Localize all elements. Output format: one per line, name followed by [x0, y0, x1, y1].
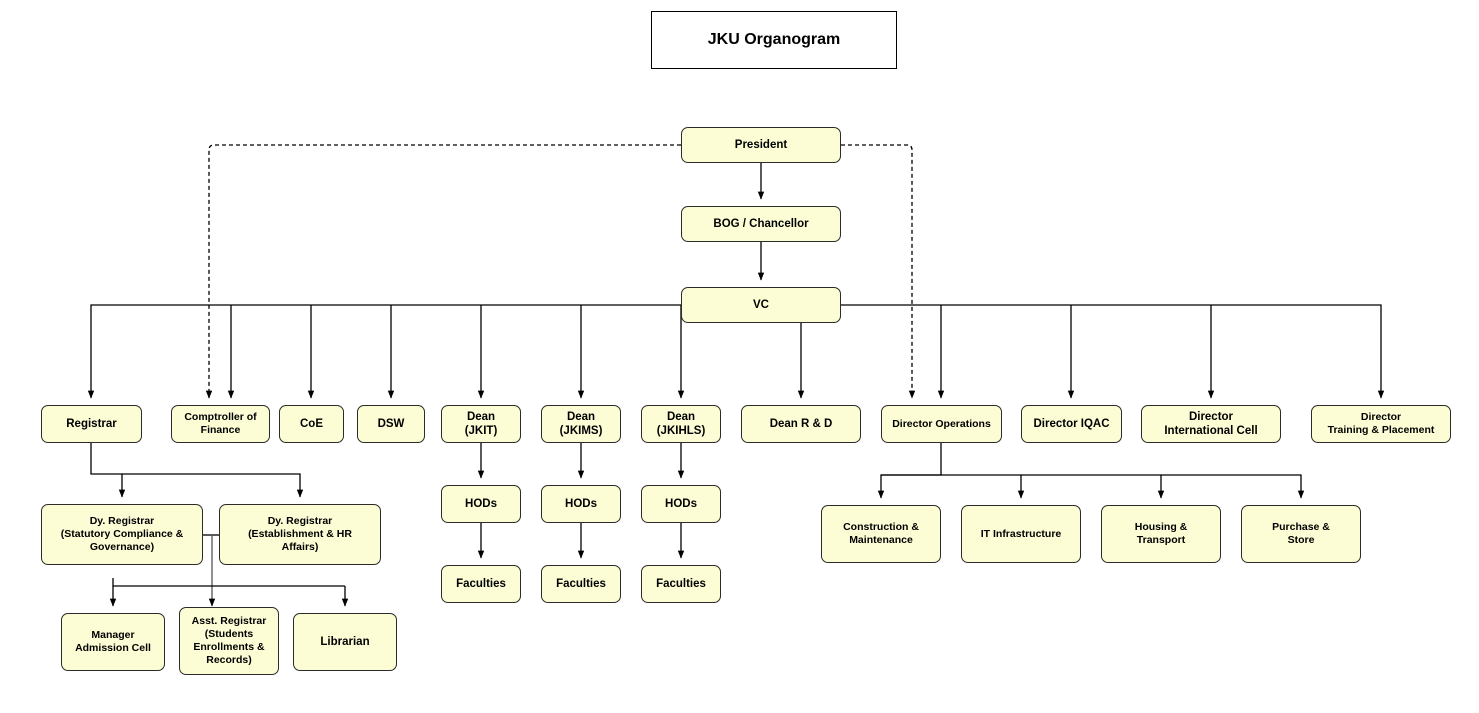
node-hods-jkims[interactable]: HODs — [541, 485, 621, 523]
node-housing-transport[interactable]: Housing & Transport — [1101, 505, 1221, 563]
node-faculties-jkims[interactable]: Faculties — [541, 565, 621, 603]
chart-title-box: JKU Organogram — [651, 11, 897, 69]
node-dean-jkit[interactable]: Dean (JKIT) — [441, 405, 521, 443]
edge-dirops-trunk — [877, 443, 942, 499]
node-president[interactable]: President — [681, 127, 841, 163]
edge-dyreg1-bus — [112, 578, 345, 587]
node-hods-jkihls[interactable]: HODs — [641, 485, 721, 523]
node-dsw[interactable]: DSW — [357, 405, 425, 443]
node-registrar[interactable]: Registrar — [41, 405, 142, 443]
node-dean-jkihls[interactable]: Dean (JKIHLS) — [641, 405, 721, 443]
node-vc[interactable]: VC — [681, 287, 841, 323]
edge-president-comptroller-dashed — [205, 144, 681, 399]
node-director-international-cell[interactable]: Director International Cell — [1141, 405, 1281, 443]
node-faculties-jkit[interactable]: Faculties — [441, 565, 521, 603]
vc-bus-right — [841, 304, 1385, 399]
node-director-iqac[interactable]: Director IQAC — [1021, 405, 1122, 443]
node-dy-registrar-statutory-compliance[interactable]: Dy. Registrar (Statutory Compliance & Go… — [41, 504, 203, 565]
node-dy-registrar-establishment-hr[interactable]: Dy. Registrar (Establishment & HR Affair… — [219, 504, 381, 565]
node-manager-admission-cell[interactable]: Manager Admission Cell — [61, 613, 165, 671]
vc-bus-left — [87, 304, 681, 399]
node-comptroller-of-finance[interactable]: Comptroller of Finance — [171, 405, 270, 443]
node-bog-chancellor[interactable]: BOG / Chancellor — [681, 206, 841, 242]
edge-dirops-housing — [1021, 474, 1165, 499]
node-director-operations[interactable]: Director Operations — [881, 405, 1002, 443]
node-hods-jkit[interactable]: HODs — [441, 485, 521, 523]
edge-registrar-trunk — [90, 443, 126, 498]
node-dean-jkims[interactable]: Dean (JKIMS) — [541, 405, 621, 443]
node-purchase-store[interactable]: Purchase & Store — [1241, 505, 1361, 563]
node-dean-r-and-d[interactable]: Dean R & D — [741, 405, 861, 443]
node-coe[interactable]: CoE — [279, 405, 344, 443]
node-librarian[interactable]: Librarian — [293, 613, 397, 671]
node-it-infrastructure[interactable]: IT Infrastructure — [961, 505, 1081, 563]
node-director-training-placement[interactable]: Director Training & Placement — [1311, 405, 1451, 443]
node-construction-maintenance[interactable]: Construction & Maintenance — [821, 505, 941, 563]
node-faculties-jkihls[interactable]: Faculties — [641, 565, 721, 603]
edge-dirops-itinfra — [881, 474, 1025, 499]
edge-president-dirops-dashed — [841, 144, 916, 399]
node-asst-registrar-students[interactable]: Asst. Registrar (Students Enrollments & … — [179, 607, 279, 675]
edge-dirops-purchase — [1161, 474, 1305, 499]
edge-registrar-dyreg2 — [122, 473, 304, 498]
